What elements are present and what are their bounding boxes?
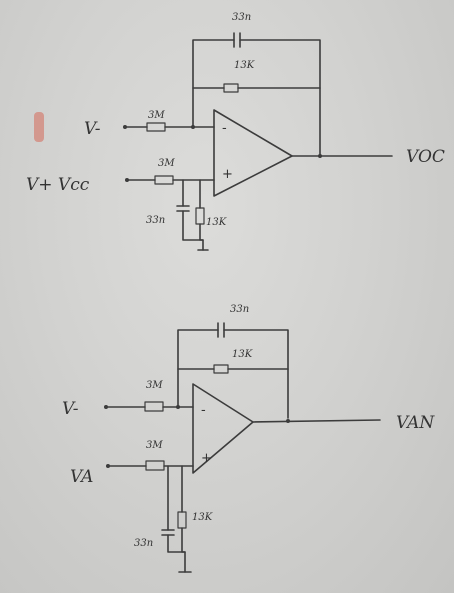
bottom-circuit: - + 3M V- 33n 13K VAN 3M VA: [62, 304, 435, 573]
bottom-inverting-resistor-label: 3M: [146, 380, 163, 391]
bottom-noninverting-resistor-label: 3M: [146, 440, 163, 451]
top-ground-cap-wire-bottom: [182, 210, 204, 241]
bottom-opamp-minus: -: [201, 403, 206, 418]
bottom-feedback-capacitor: [217, 322, 225, 338]
top-ground-res-wire-bottom: [199, 223, 204, 251]
top-inverting-node: [123, 125, 127, 129]
top-ground-resistor-label: 13K: [206, 217, 227, 228]
top-noninverting-input-label: V+ Vcc: [26, 175, 90, 195]
top-noninverting-node: [125, 178, 129, 182]
top-inverting-input-label: V-: [84, 119, 101, 139]
top-ground-resistor: [195, 207, 205, 225]
top-inverting-resistor-label: 3M: [148, 110, 165, 121]
bottom-ground-res-wire-bottom: [181, 527, 186, 573]
bottom-noninverting-resistor: [145, 460, 165, 471]
light-glare: [34, 112, 44, 142]
bottom-feedback-right-wire: [223, 329, 289, 419]
bottom-output-node: [286, 419, 290, 423]
top-circuit: - + 3M V- 33n 13K VOC 3M V+ Vcc: [26, 12, 445, 251]
top-ground-capacitor-label: 33n: [146, 215, 165, 226]
bottom-ground-resistor-label: 13K: [192, 512, 213, 523]
bottom-noninverting-node: [106, 464, 110, 468]
top-feedback-right-wire: [239, 39, 321, 157]
top-feedback-capacitor-label: 33n: [232, 12, 251, 23]
top-noninverting-resistor: [154, 175, 174, 185]
top-inverting-resistor: [146, 122, 166, 132]
top-noninverting-resistor-label: 3M: [158, 158, 175, 169]
top-opamp-minus: -: [222, 121, 227, 136]
top-feedback-left-wire: [192, 39, 235, 128]
bottom-output-wire: [252, 419, 381, 423]
top-output-label: VOC: [406, 147, 445, 167]
bottom-opamp-plus: +: [201, 451, 212, 466]
bottom-feedback-resistor: [213, 364, 229, 374]
top-output-node: [318, 154, 322, 158]
bottom-inverting-input-label: V-: [62, 399, 79, 419]
bottom-output-label: VAN: [396, 413, 435, 433]
bottom-ground-cap-wire-bottom: [167, 534, 186, 553]
bottom-ground-resistor: [177, 511, 187, 529]
top-feedback-capacitor: [233, 32, 241, 48]
top-feedback-resistor-label: 13K: [234, 60, 255, 71]
bottom-feedback-capacitor-label: 33n: [230, 304, 249, 315]
top-feedback-resistor: [223, 83, 239, 93]
bottom-noninverting-input-label: VA: [70, 467, 93, 487]
bottom-feedback-resistor-label: 13K: [232, 349, 253, 360]
top-opamp-plus: +: [222, 167, 233, 182]
bottom-inverting-resistor: [144, 401, 164, 412]
bottom-inverting-node: [104, 405, 108, 409]
bottom-opamp-triangle: [192, 383, 254, 474]
bottom-feedback-left-wire: [177, 329, 219, 408]
bottom-ground-capacitor-label: 33n: [134, 538, 153, 549]
top-opamp-triangle: [213, 109, 293, 197]
